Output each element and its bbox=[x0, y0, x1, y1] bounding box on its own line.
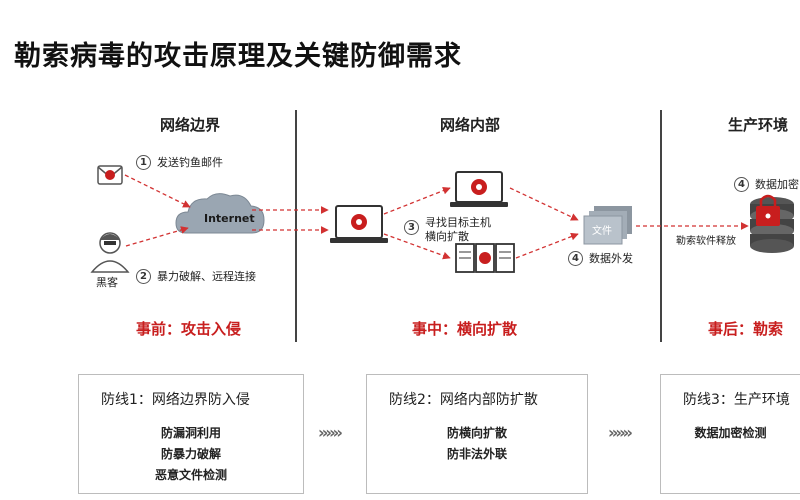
defense-item: 防非法外联 bbox=[446, 447, 507, 461]
step-label: 寻找目标主机 bbox=[425, 216, 491, 229]
internet-cloud-icon bbox=[175, 193, 265, 234]
defense-title: 防线1：网络边界防入侵 bbox=[101, 392, 250, 408]
flow-arrow bbox=[124, 174, 191, 208]
internet-label: Internet bbox=[204, 212, 255, 225]
defense-title: 防线2：网络内部防扩散 bbox=[389, 392, 538, 408]
flow-arrow bbox=[509, 187, 579, 221]
step-label: 发送钓鱼邮件 bbox=[157, 156, 223, 169]
file-label: 文件 bbox=[592, 226, 612, 237]
email-icon bbox=[97, 165, 123, 185]
target-laptop-icon bbox=[450, 171, 508, 207]
step-1: 1 发送钓鱼邮件 bbox=[136, 154, 223, 170]
defense-line-2: 防线2：网络内部防扩散 防横向扩散 防非法外联 bbox=[366, 374, 588, 494]
step-4-encrypt: 4 数据加密 bbox=[734, 176, 799, 192]
phase-after: 事后：勒索 bbox=[708, 320, 784, 338]
attack-flow-diagram bbox=[90, 165, 794, 273]
file-stack-icon bbox=[583, 206, 632, 245]
step-label: 数据外发 bbox=[589, 252, 633, 265]
defense-line-3: 防线3：生产环境 数据加密检测 bbox=[660, 374, 800, 494]
defense-title: 防线3：生产环境 bbox=[683, 392, 790, 408]
step-number-badge: 2 bbox=[136, 268, 151, 284]
section-title-network-border: 网络边界 bbox=[160, 116, 221, 134]
database-lock-icon bbox=[750, 194, 794, 253]
phase-before: 事前：攻击入侵 bbox=[136, 320, 242, 338]
section-title-production: 生产环境 bbox=[728, 116, 789, 134]
step-number-badge: 4 bbox=[734, 176, 749, 192]
flow-arrow bbox=[383, 233, 451, 260]
section-divider bbox=[295, 110, 297, 342]
defense-item: 数据加密检测 bbox=[694, 426, 767, 440]
laptop-icon bbox=[330, 205, 388, 243]
chevron-right-icon: »»» bbox=[608, 423, 633, 442]
defense-line-1: 防线1：网络边界防入侵 防漏洞利用 防暴力破解 恶意文件检测 bbox=[78, 374, 304, 494]
defense-item: 防漏洞利用 bbox=[160, 426, 221, 440]
step-number-badge: 3 bbox=[404, 220, 419, 235]
step-number-badge: 1 bbox=[136, 154, 151, 170]
defense-item: 恶意文件检测 bbox=[154, 468, 227, 482]
step-3: 3 寻找目标主机 横向扩散 bbox=[404, 216, 491, 244]
defense-item: 防暴力破解 bbox=[160, 447, 221, 461]
phase-during: 事中：横向扩散 bbox=[412, 320, 518, 338]
server-icon bbox=[455, 243, 515, 273]
chevron-right-icon: »»» bbox=[318, 423, 343, 442]
section-title-network-internal: 网络内部 bbox=[440, 116, 501, 134]
defense-item: 防横向扩散 bbox=[446, 426, 507, 440]
step-number-badge: 4 bbox=[568, 250, 583, 266]
flow-arrow bbox=[383, 186, 451, 215]
hacker-label: 黑客 bbox=[96, 276, 118, 289]
step-2: 2 暴力破解、远程连接 bbox=[136, 268, 256, 284]
ransomware-release-label: 勒索软件释放 bbox=[676, 236, 736, 247]
step-label: 暴力破解、远程连接 bbox=[157, 270, 256, 283]
step-4-exfil: 4 数据外发 bbox=[568, 250, 633, 266]
flow-arrow bbox=[125, 226, 189, 247]
step-label-line2: 横向扩散 bbox=[425, 230, 469, 243]
step-label: 数据加密 bbox=[755, 178, 799, 191]
hacker-icon bbox=[90, 232, 130, 273]
page-title: 勒索病毒的攻击原理及关键防御需求 bbox=[14, 41, 462, 72]
